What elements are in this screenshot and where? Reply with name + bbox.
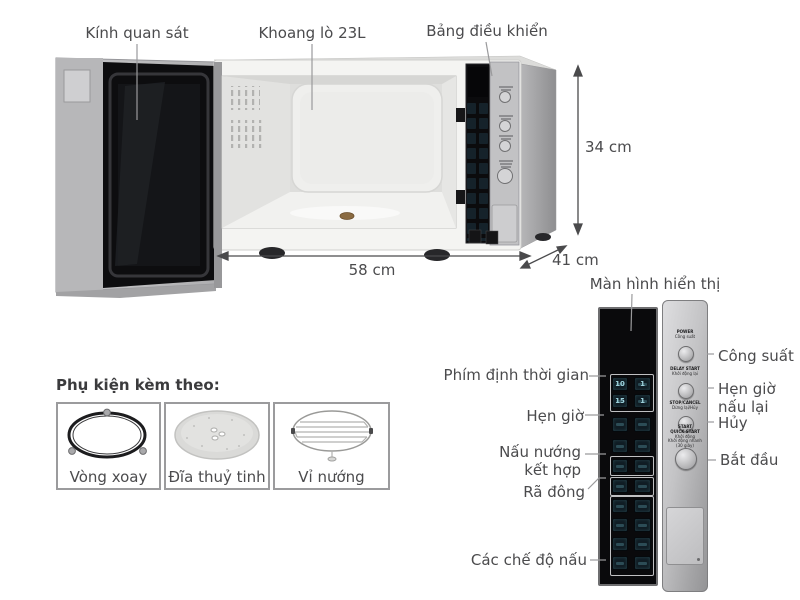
callout-oven-cavity: Khoang lò 23L [258, 24, 366, 42]
accessory-cell: Vòng xoay [56, 402, 161, 490]
stop-cancel-button [678, 416, 694, 432]
start-button-small [497, 168, 513, 184]
glass-plate-icon [166, 404, 268, 469]
panel-key [634, 439, 651, 453]
accessory-label: Vòng xoay [69, 468, 148, 486]
cook-mode-key [612, 537, 628, 551]
dimension-arrows [216, 64, 583, 269]
clock-key [612, 417, 628, 432]
delay-button-small [499, 120, 511, 132]
display-small [468, 67, 488, 97]
body-group [213, 55, 557, 288]
power-button-small [499, 91, 511, 103]
power-button [678, 346, 694, 362]
callout-defrost: Rã đông [523, 483, 585, 501]
start-button [675, 448, 697, 470]
defrost-key [634, 479, 651, 493]
defrost-group-outline [610, 477, 654, 496]
kitchen-timer-key [634, 417, 651, 432]
door-latch-button [63, 69, 91, 103]
combi-group-outline [610, 456, 654, 476]
panel-key [612, 439, 628, 453]
cook-mode-key [634, 499, 651, 513]
vent-slots [228, 86, 260, 110]
callout-viewing-glass: Kính quan sát [85, 24, 189, 42]
time-key: 1 [634, 377, 651, 391]
time-key: 1 [634, 394, 651, 408]
vent-slots [228, 120, 263, 148]
latch-hole [456, 108, 465, 122]
callout-time-keys: Phím định thời gian [443, 366, 589, 384]
cook-mode-key [612, 499, 628, 513]
callout-control-panel: Bảng điều khiển [426, 22, 548, 40]
cook-mode-key [634, 537, 651, 551]
latch-hole [456, 190, 465, 204]
time-keys-group-outline [610, 374, 654, 412]
time-key: 15 [612, 394, 628, 408]
foot [259, 247, 285, 259]
body-control-panel [465, 61, 520, 246]
accessory-label: Vỉ nướng [298, 468, 365, 486]
cook-mode-key [634, 518, 651, 532]
callout-combi-cooking: Nấu nướng kết hợp [499, 443, 581, 479]
grill-rack-icon [275, 404, 388, 469]
door-group [55, 57, 217, 298]
accessories-heading: Phụ kiện kèm theo: [56, 376, 220, 394]
cavity-group [221, 75, 457, 229]
turntable-coupler [339, 212, 355, 220]
panel-black-strip: 10 1 15 1 [598, 307, 658, 586]
dimension-height: 34 cm [585, 138, 632, 156]
foot [535, 233, 551, 241]
panel-micro-text [499, 86, 513, 168]
callout-start: Bắt đầu [720, 451, 779, 469]
cook-mode-key [612, 518, 628, 532]
callout-delay-restart: Hẹn giờ nấu lại [718, 380, 776, 416]
callout-display-screen: Màn hình hiển thị [589, 275, 721, 293]
cook-mode-key [612, 556, 628, 570]
callout-power: Công suất [718, 347, 794, 365]
callout-cancel: Hủy [718, 414, 748, 432]
dimension-width: 58 cm [348, 261, 396, 279]
stop-button-small [499, 140, 511, 152]
accessory-label: Đĩa thuỷ tinh [168, 468, 266, 486]
cook-mode-key [634, 556, 651, 570]
dimension-depth: 41 cm [552, 251, 599, 269]
door-release-small [491, 204, 518, 243]
foot [424, 249, 450, 261]
turntable-ring-icon [58, 404, 159, 469]
combi-key [634, 459, 651, 473]
accessories-table: Vòng xoay Đĩa thuỷ tinh [56, 402, 392, 490]
callout-cook-modes: Các chế độ nấu [470, 551, 587, 569]
accessory-cell: Vỉ nướng [273, 402, 390, 490]
defrost-key [612, 479, 628, 493]
callout-timer: Hẹn giờ [526, 407, 584, 425]
delay-start-button [678, 383, 694, 399]
accessory-cell: Đĩa thuỷ tinh [164, 402, 270, 490]
combi-key [612, 459, 628, 473]
time-key: 10 [612, 377, 628, 391]
cook-modes-group-outline [610, 496, 654, 576]
door-release-pad [666, 507, 704, 565]
